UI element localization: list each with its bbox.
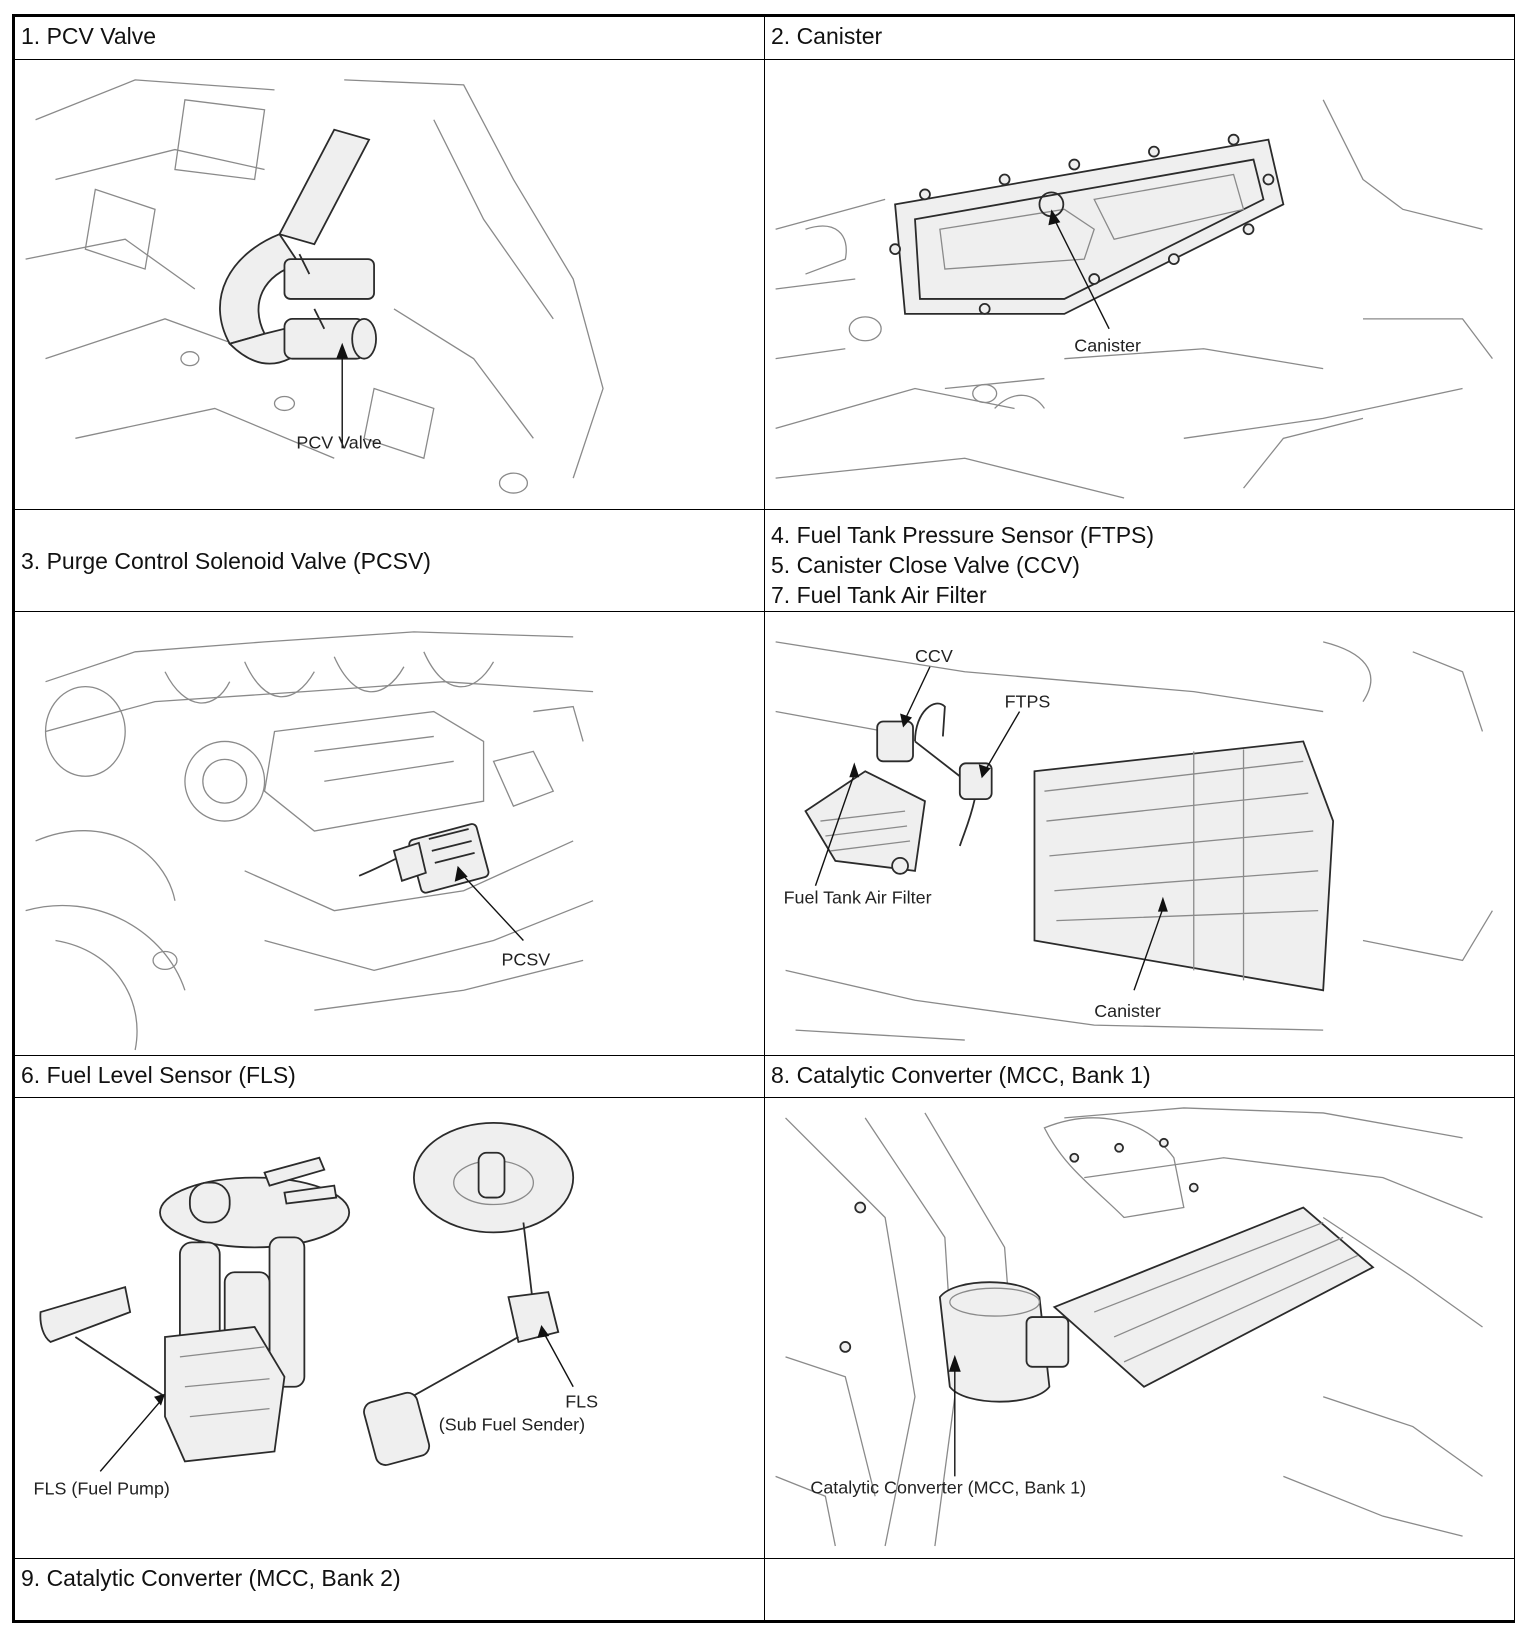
header-mcc-bank2-text: 9. Catalytic Converter (MCC, Bank 2) <box>21 1565 401 1591</box>
header-pcsv-text: 3. Purge Control Solenoid Valve (PCSV) <box>21 547 431 574</box>
callout-ccv: CCV <box>915 646 953 666</box>
figure-ftps-ccv-filter: CCV FTPS Fuel Tank Air Filter Canister <box>764 611 1515 1056</box>
header-ftps-ccv-filter: 4. Fuel Tank Pressure Sensor (FTPS) 5. C… <box>764 509 1515 612</box>
header-air-filter-text: 7. Fuel Tank Air Filter <box>771 582 987 608</box>
figure-fls: FLS (Fuel Pump) FLS (Sub Fuel Sender) <box>14 1097 765 1559</box>
callout-canister-2: Canister <box>1094 1001 1161 1021</box>
callout-ftps: FTPS <box>1005 692 1051 712</box>
callout-sub-fuel-sender: (Sub Fuel Sender) <box>439 1415 585 1435</box>
canister-illustration: Canister <box>775 99 1493 499</box>
fls-illustration: FLS (Fuel Pump) FLS (Sub Fuel Sender) <box>34 1121 598 1498</box>
callout-canister: Canister <box>1074 336 1141 356</box>
header-canister-text: 2. Canister <box>771 23 883 49</box>
canister-bolts <box>889 133 1275 315</box>
figure-pcsv: PCSV <box>14 611 765 1056</box>
mcc-bank1-illustration: Catalytic Converter (MCC, Bank 1) <box>775 1107 1483 1547</box>
callout-fls-fuel-pump: FLS (Fuel Pump) <box>34 1478 170 1498</box>
callout-pcv-valve: PCV Valve <box>296 432 381 452</box>
pcsv-illustration: PCSV <box>25 631 594 1051</box>
callout-fls: FLS <box>565 1392 598 1412</box>
header-canister: 2. Canister <box>764 16 1515 60</box>
figure-mcc-bank1: Catalytic Converter (MCC, Bank 1) <box>764 1097 1515 1559</box>
empty-cell <box>764 1558 1515 1621</box>
header-mcc-bank2: 9. Catalytic Converter (MCC, Bank 2) <box>14 1558 765 1621</box>
callout-fuel-tank-air-filter: Fuel Tank Air Filter <box>784 888 932 908</box>
heat-shield-dots <box>839 1137 1199 1353</box>
header-ccv-text: 5. Canister Close Valve (CCV) <box>771 552 1080 578</box>
sub-fuel-sender-assembly <box>363 1121 575 1466</box>
header-ftps-text: 4. Fuel Tank Pressure Sensor (FTPS) <box>771 522 1155 548</box>
header-fls-text: 6. Fuel Level Sensor (FLS) <box>21 1062 296 1088</box>
pcv-valve-illustration: PCV Valve <box>25 79 604 494</box>
header-pcv-valve-text: 1. PCV Valve <box>21 23 157 49</box>
callout-pcsv: PCSV <box>501 949 550 969</box>
component-location-table: 1. PCV Valve 2. Canister PCV Valve <box>12 14 1515 1623</box>
header-mcc-bank1-text: 8. Catalytic Converter (MCC, Bank 1) <box>771 1062 1151 1088</box>
figure-pcv-valve: PCV Valve <box>14 59 765 510</box>
header-fls: 6. Fuel Level Sensor (FLS) <box>14 1055 765 1098</box>
callout-catalytic-converter: Catalytic Converter (MCC, Bank 1) <box>810 1477 1086 1497</box>
fuel-pump-assembly <box>39 1156 351 1463</box>
header-pcsv: 3. Purge Control Solenoid Valve (PCSV) <box>14 509 765 612</box>
ftps-ccv-filter-illustration: CCV FTPS Fuel Tank Air Filter Canister <box>775 641 1493 1041</box>
header-pcv-valve: 1. PCV Valve <box>14 16 765 60</box>
figure-canister: Canister <box>764 59 1515 510</box>
header-mcc-bank1: 8. Catalytic Converter (MCC, Bank 1) <box>764 1055 1515 1098</box>
